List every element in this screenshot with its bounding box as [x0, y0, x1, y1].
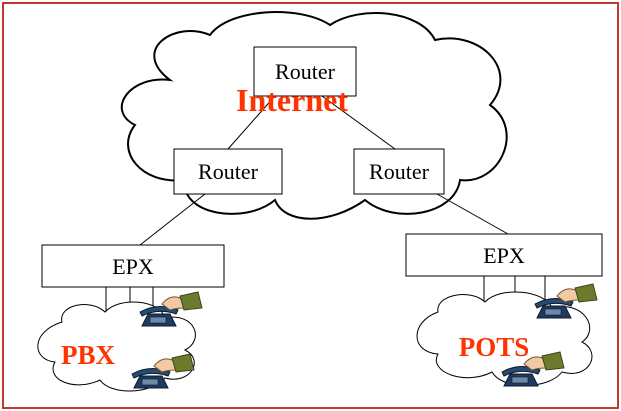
link-top-right-router [321, 95, 396, 150]
link-top-left-router [227, 95, 276, 150]
internet-label: Internet [236, 82, 348, 118]
router-left: Router [173, 148, 283, 195]
pbx-label: PBX [61, 340, 116, 370]
link-left-router-epx [139, 193, 206, 246]
epx-right-label: EPX [483, 243, 525, 268]
epx-left: EPX [41, 244, 225, 288]
router-right: Router [353, 148, 445, 195]
router-left-label: Router [198, 159, 259, 184]
pots-label: POTS [459, 332, 530, 362]
epx-right: EPX [405, 233, 603, 277]
router-top: Router [253, 46, 357, 97]
link-right-router-epx [436, 193, 509, 235]
epx-left-label: EPX [112, 254, 154, 279]
router-top-label: Router [275, 59, 336, 84]
router-right-label: Router [369, 159, 430, 184]
